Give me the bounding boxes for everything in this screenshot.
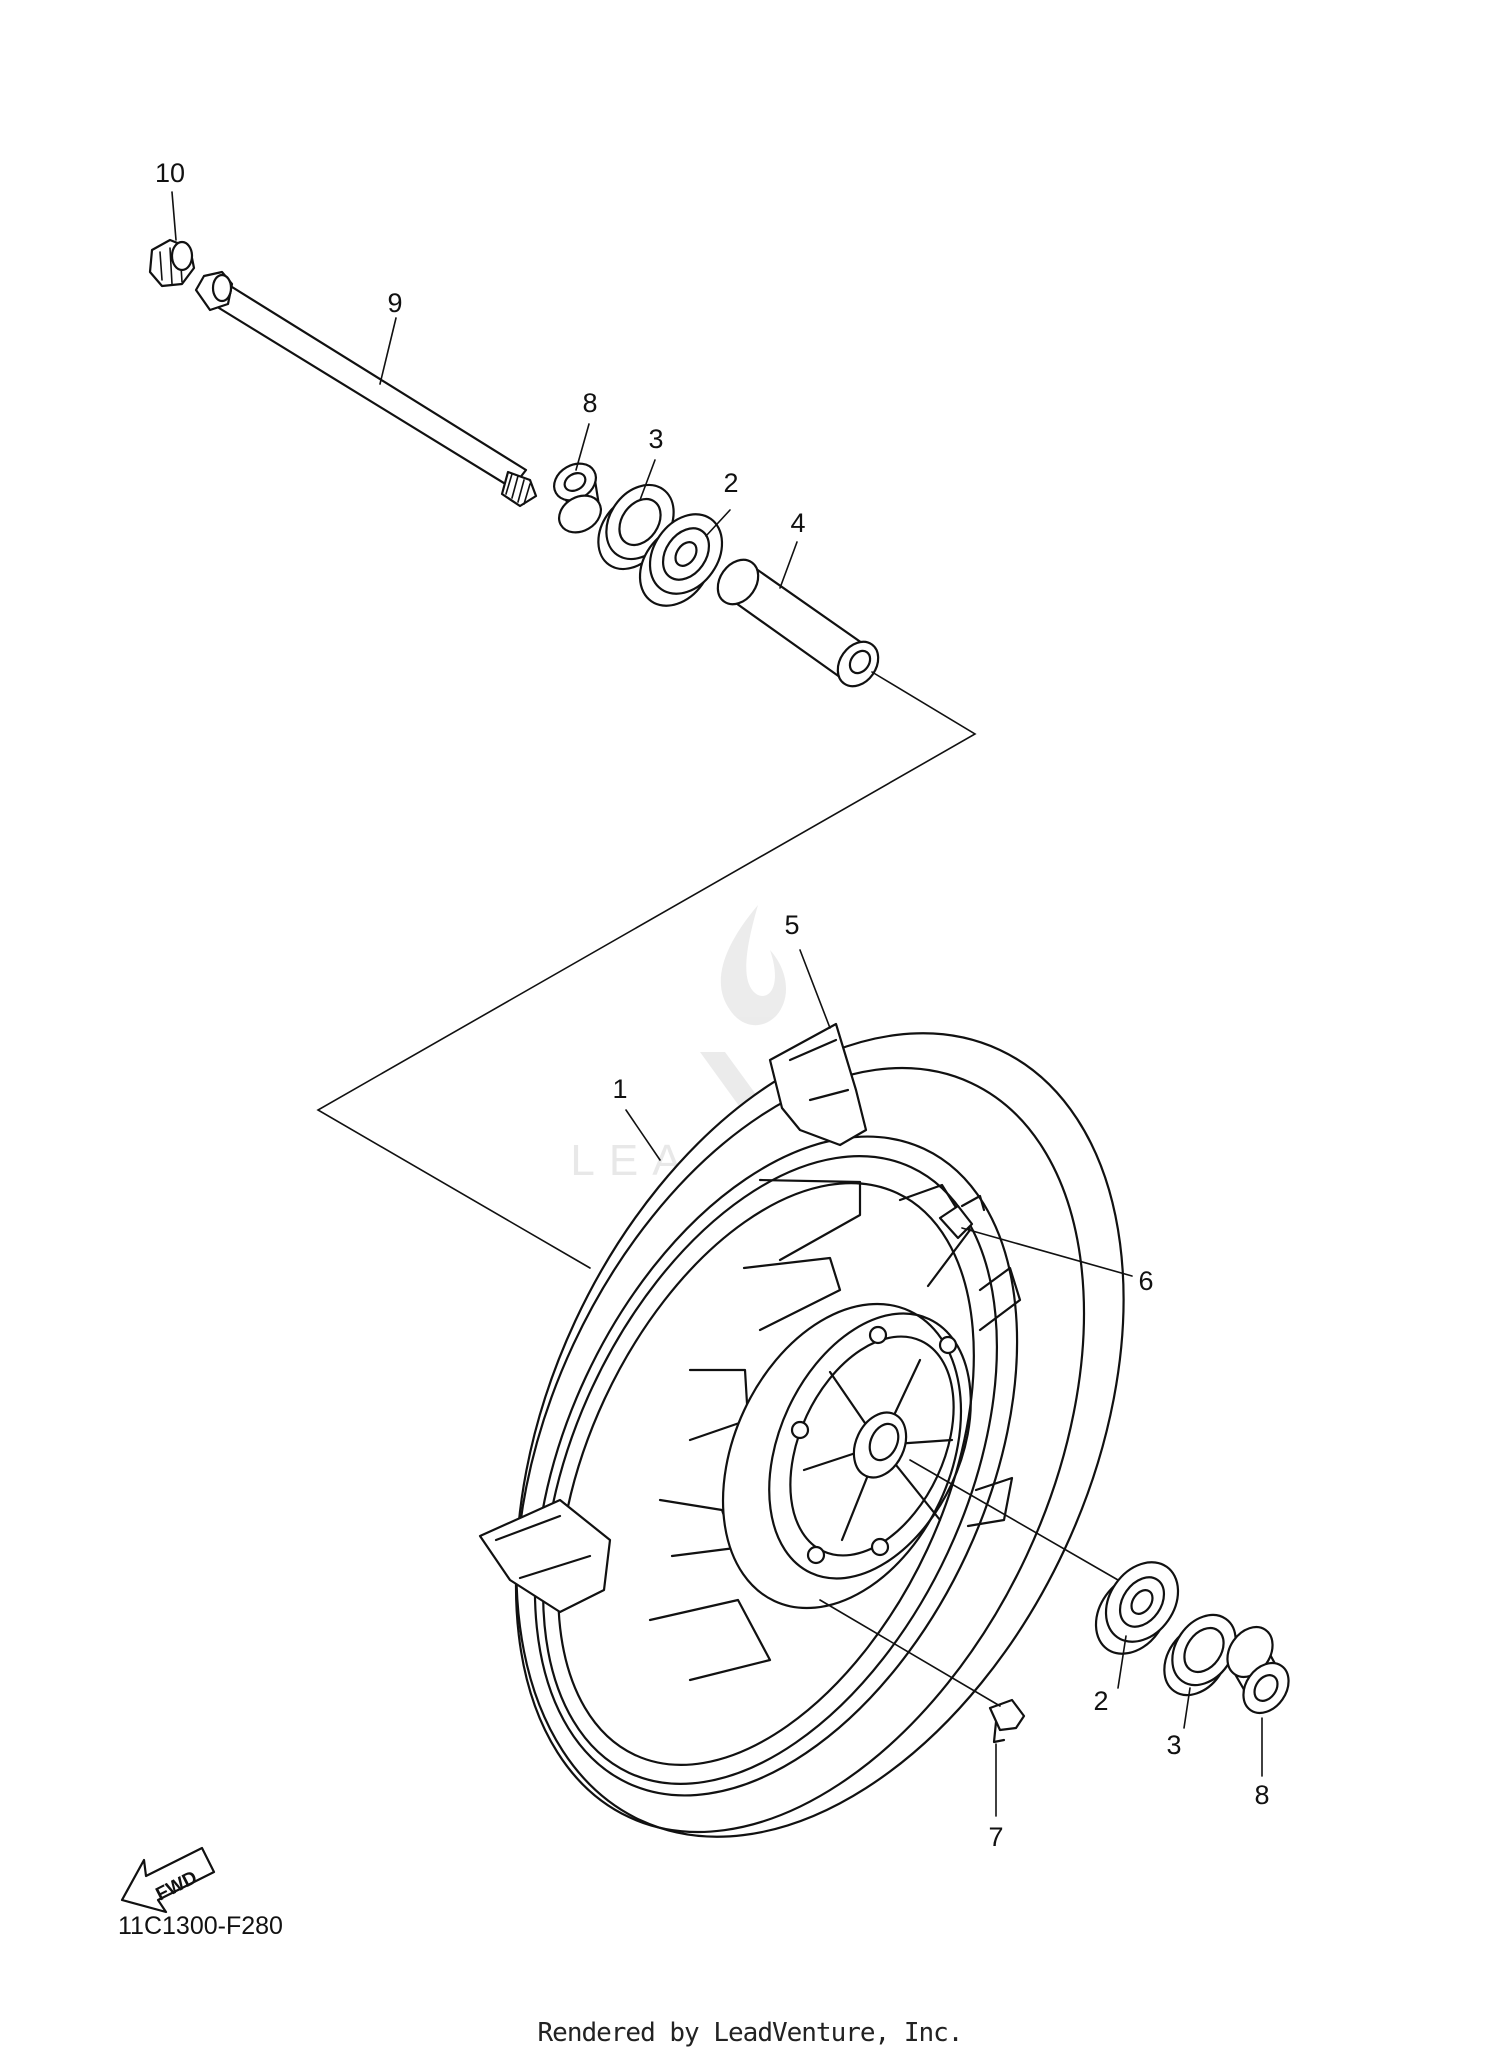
part-axle-nut[interactable] <box>148 238 196 288</box>
part-oil-seal-bottom[interactable] <box>1151 1603 1248 1707</box>
part-bearing-bottom[interactable] <box>1081 1548 1193 1667</box>
part-wheel-spacer[interactable] <box>709 552 886 694</box>
leader-lines <box>171 191 1263 1817</box>
part-wheel-assembly[interactable] <box>396 936 1245 1935</box>
part-balance-weight[interactable] <box>988 1698 1026 1744</box>
callout-7: 7 <box>988 1822 1003 1852</box>
callout-3-bottom: 3 <box>1166 1730 1181 1760</box>
part-front-axle[interactable] <box>194 270 538 508</box>
callout-9: 9 <box>387 288 402 318</box>
rendered-by-credit: Rendered by LeadVenture, Inc. <box>537 2018 964 2048</box>
flame-logo-icon <box>720 905 787 1026</box>
callout-3-top: 3 <box>648 424 663 454</box>
part-collar-bottom[interactable] <box>1218 1618 1298 1721</box>
forward-direction-arrow-icon: FWD <box>120 1846 216 1914</box>
part-collar-top[interactable] <box>547 456 607 539</box>
callout-2-bottom: 2 <box>1093 1686 1108 1716</box>
callout-2-top: 2 <box>723 468 738 498</box>
callout-1: 1 <box>612 1074 627 1104</box>
callout-8-bottom: 8 <box>1254 1780 1269 1810</box>
callout-10: 10 <box>155 158 185 188</box>
callout-5: 5 <box>784 910 799 940</box>
callout-4: 4 <box>790 508 805 538</box>
callout-6: 6 <box>1138 1266 1153 1296</box>
assembly-path-line <box>316 671 977 1269</box>
part-tire-valve[interactable] <box>938 1194 986 1240</box>
diagram-part-code: 11C1300-F280 <box>118 1912 283 1940</box>
callout-8-top: 8 <box>582 388 597 418</box>
part-bearing-top[interactable] <box>625 500 737 619</box>
